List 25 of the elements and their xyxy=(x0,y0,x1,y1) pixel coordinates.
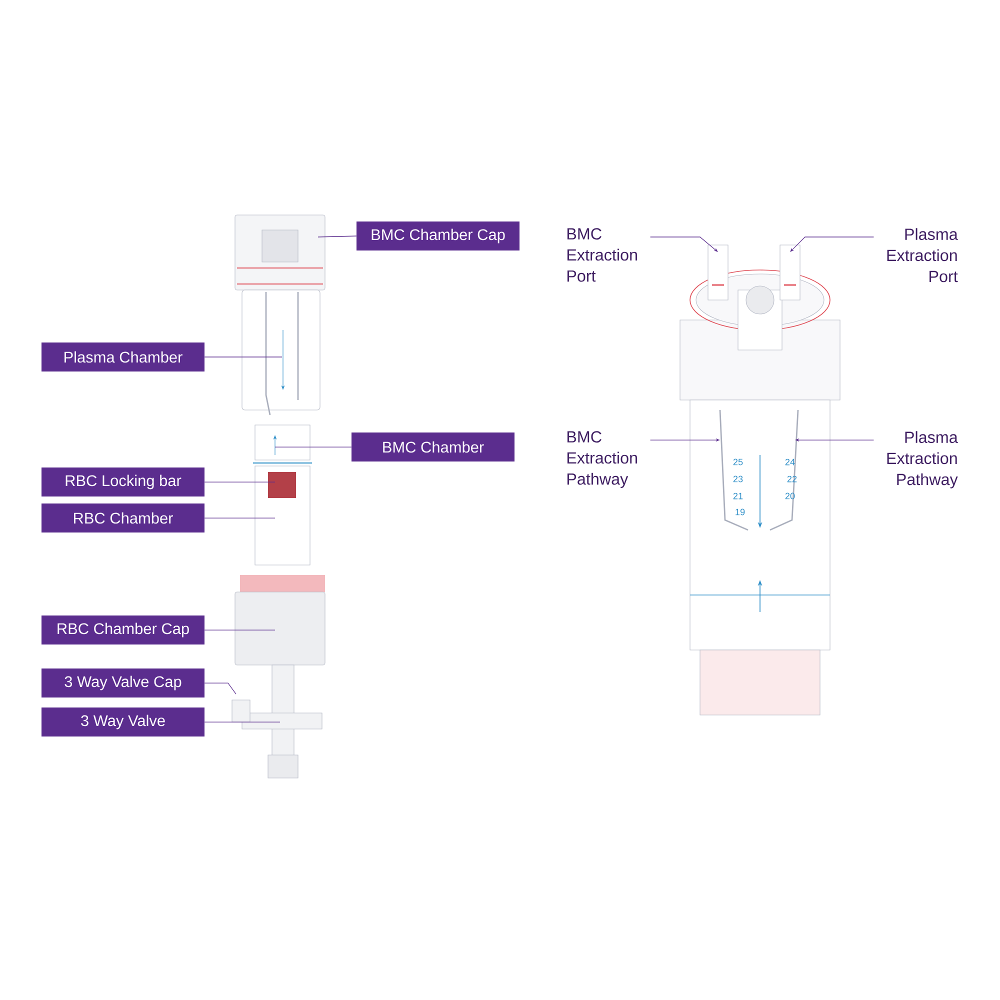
leader-line xyxy=(204,682,236,694)
scale-number: 19 xyxy=(736,508,745,516)
label-tag: RBC Locking bar xyxy=(42,468,204,496)
callout-label: BMC Extraction Port xyxy=(567,228,637,282)
label-tag: Plasma Chamber xyxy=(42,342,204,372)
label-tag: BMC Chamber xyxy=(352,432,514,462)
scale-number: 21 xyxy=(733,492,743,500)
scale-number: 20 xyxy=(785,492,795,500)
callout-label: Plasma Extraction Pathway xyxy=(887,431,958,488)
scale-number: 22 xyxy=(787,476,797,482)
scale-number: 25 xyxy=(733,458,743,466)
scale-number: 24 xyxy=(785,458,795,466)
label-tag: BMC Chamber Cap xyxy=(356,222,520,250)
label-tag: 3 Way Valve xyxy=(42,708,204,736)
label-tag: RBC Chamber Cap xyxy=(42,616,204,644)
leader-line xyxy=(650,236,718,252)
leader-line xyxy=(790,236,874,252)
callout-label: Plasma Extraction Port xyxy=(887,228,958,282)
leader-line xyxy=(204,356,282,358)
label-tag: RBC Chamber xyxy=(42,504,204,532)
leader-line xyxy=(318,236,357,238)
callout-label: BMC Extraction Pathway xyxy=(567,431,637,488)
leader-line xyxy=(274,446,352,448)
label-tag: 3 Way Valve Cap xyxy=(42,668,204,698)
scale-number: 23 xyxy=(733,476,743,482)
